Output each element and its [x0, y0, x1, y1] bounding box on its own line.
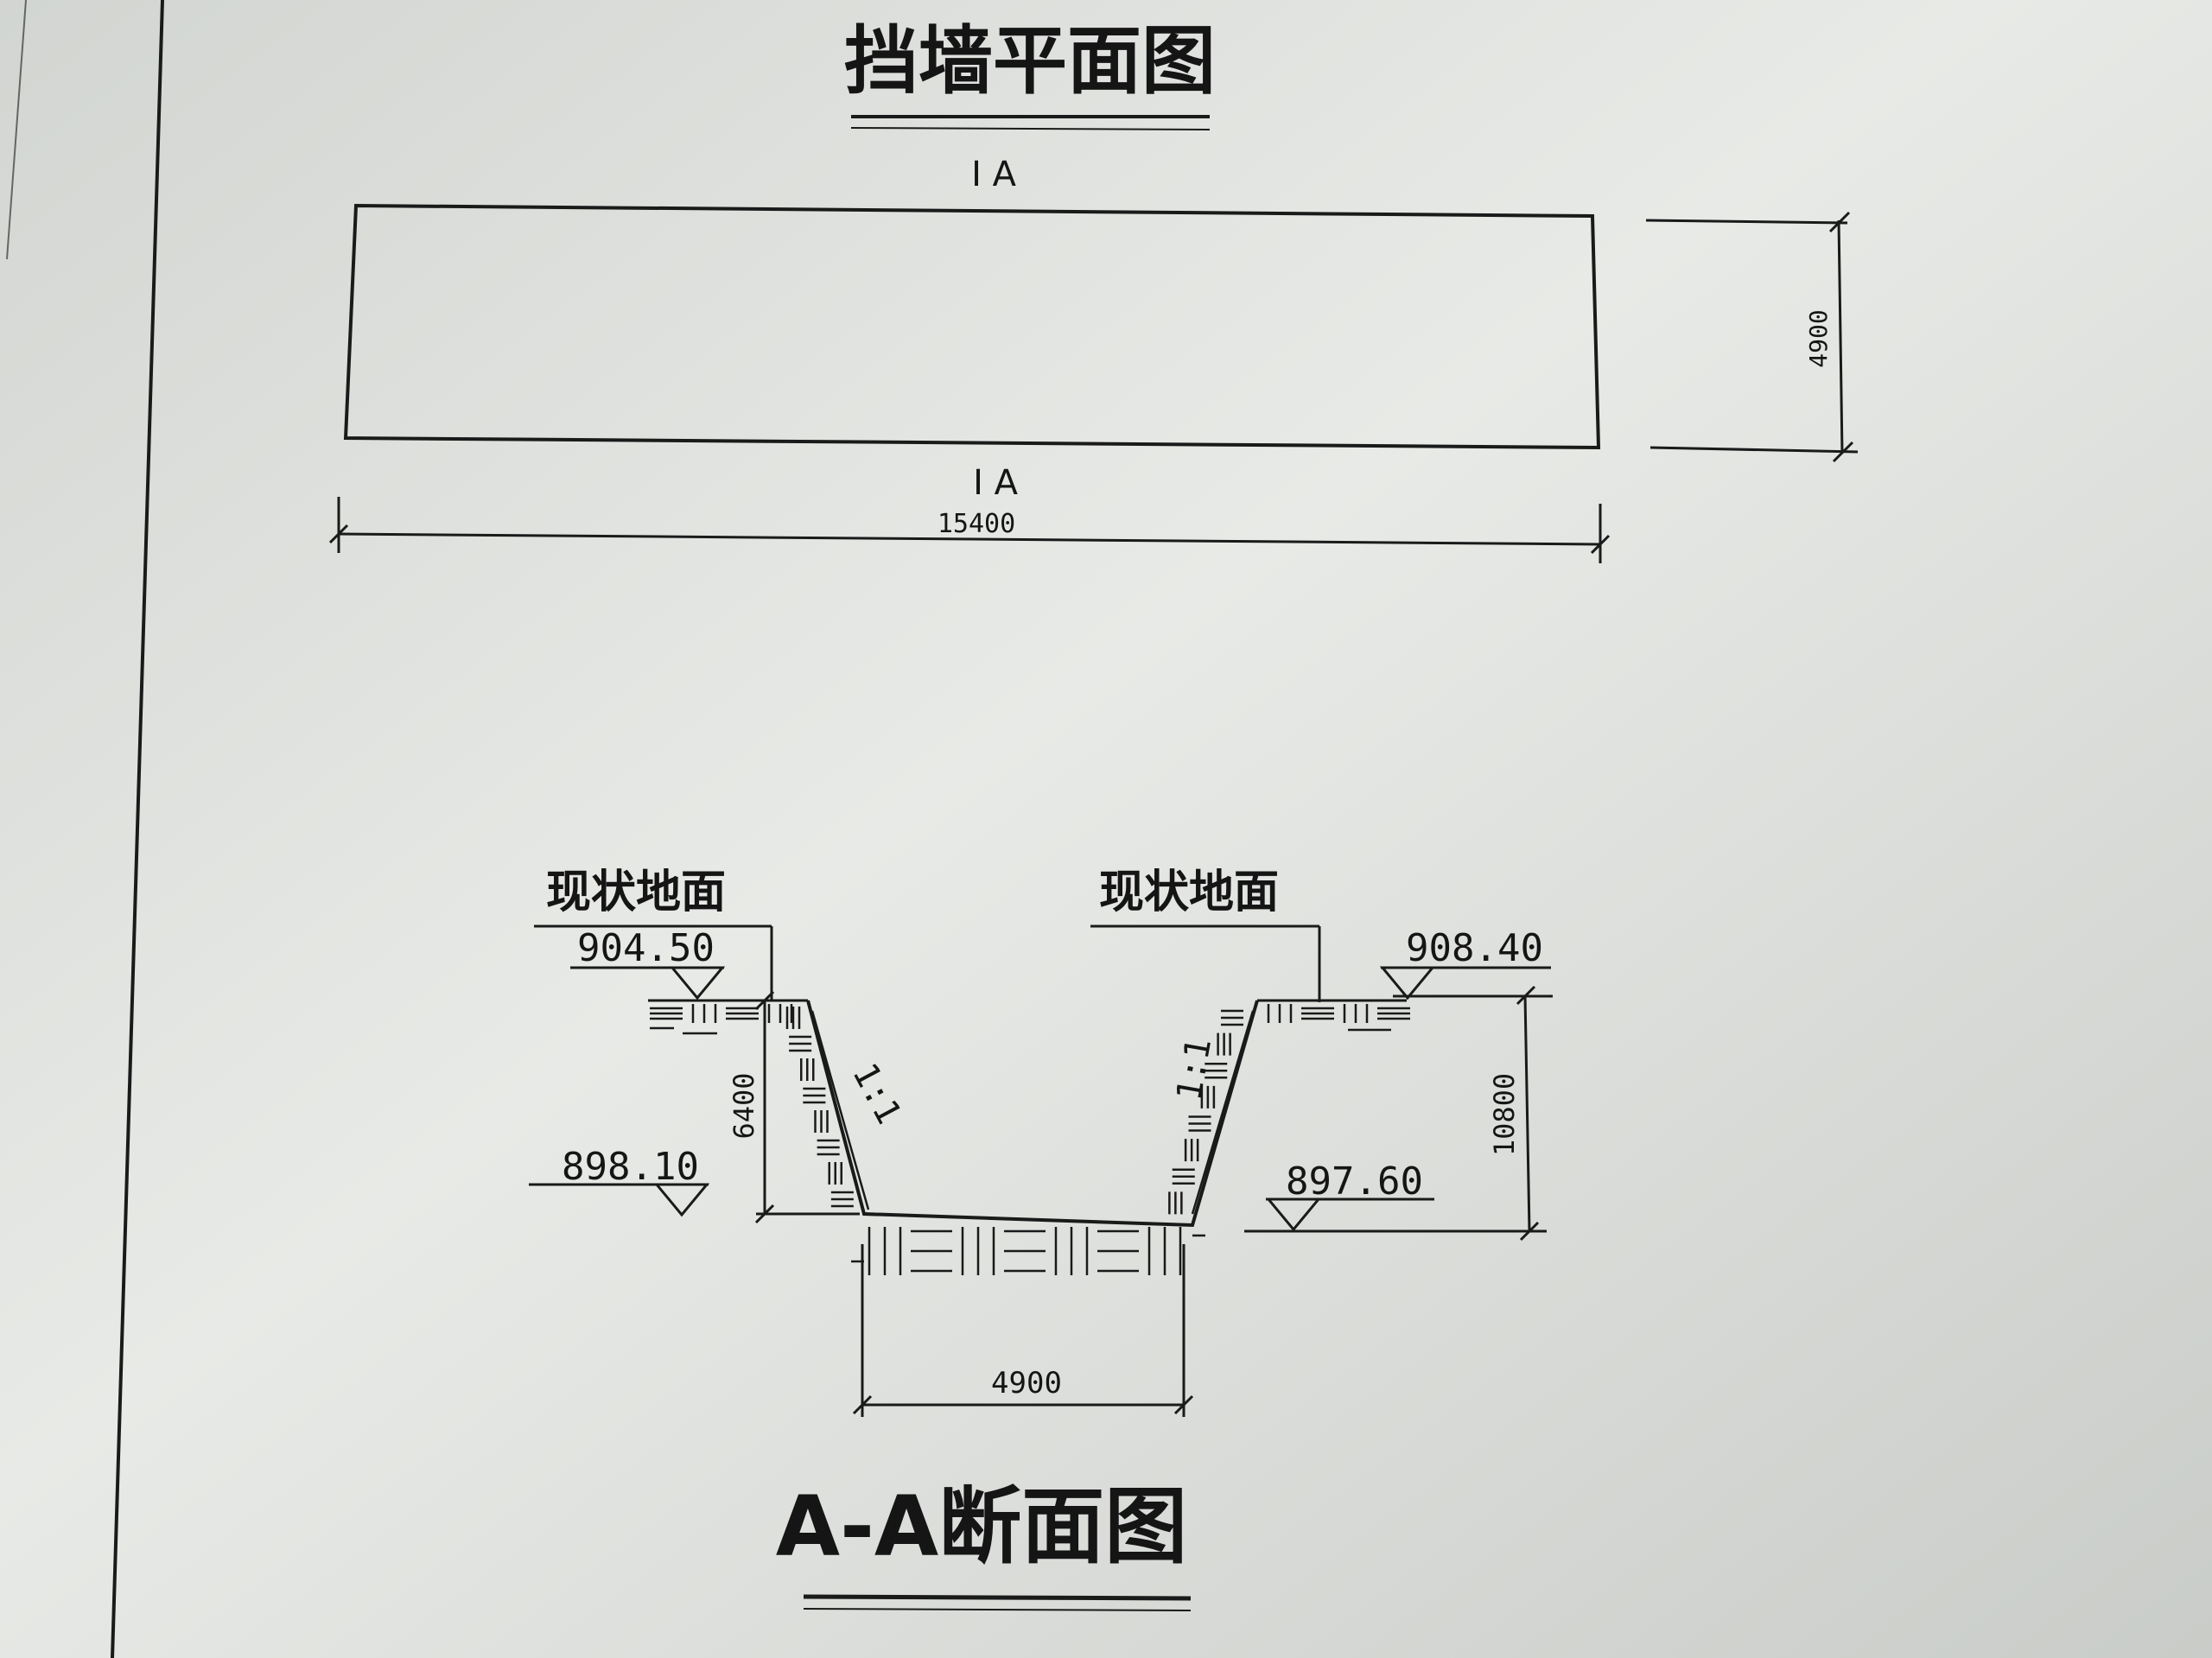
hatch-line: [1191, 1010, 1255, 1215]
plan-view: 挡墙平面图 I A I A 15400 4900: [328, 18, 1859, 563]
section-mark-top: I A: [971, 155, 1017, 194]
svg-text:904.50: 904.50: [577, 926, 715, 970]
right-ground-label: 现状地面: [1099, 867, 1279, 918]
right-height-text: 10800: [1488, 1073, 1521, 1156]
bottom-width-text: 4900: [991, 1366, 1062, 1401]
wall-plan-outline: [343, 203, 1601, 450]
svg-text:897.60: 897.60: [1286, 1159, 1423, 1204]
plan-title: 挡墙平面图: [844, 18, 1216, 105]
section-title-underline: [803, 1594, 1192, 1601]
plan-title-underline-2: [850, 127, 1211, 130]
elevation-left-bottom: 898.10: [529, 1145, 710, 1217]
elevation-right-top: 908.40: [1379, 926, 1551, 1001]
length-dimension-text: 15400: [938, 509, 1015, 539]
elevation-right-bottom: 897.60: [1265, 1159, 1434, 1232]
elevation-left-top: 904.50: [570, 926, 726, 1001]
length-dimension: [328, 497, 1611, 563]
bottom-width-dimension: [852, 1244, 1194, 1417]
width-dimension: [1645, 211, 1859, 463]
width-dimension-text: 4900: [1804, 309, 1833, 367]
left-height-text: 6400: [728, 1072, 760, 1139]
soil-hatching: [650, 1004, 1410, 1275]
left-height-dimension: [754, 990, 860, 1224]
left-ground-label: 现状地面: [546, 867, 726, 918]
hatch-line: [810, 1010, 870, 1210]
svg-text:898.10: 898.10: [562, 1145, 699, 1189]
right-height-dimension: [1244, 985, 1547, 1242]
ground-leaders: [534, 924, 1321, 1002]
section-title-underline-2: [803, 1608, 1192, 1611]
trench-profile: [806, 1000, 1259, 1228]
section-title: A-A断面图: [776, 1478, 1187, 1575]
section-mark-bottom: I A: [973, 463, 1019, 503]
svg-text:908.40: 908.40: [1406, 926, 1543, 970]
sheet-border: [6, 0, 164, 1658]
section-view: 现状地面 现状地面 904.50 898.10 908.40 897.60: [529, 867, 1553, 1611]
